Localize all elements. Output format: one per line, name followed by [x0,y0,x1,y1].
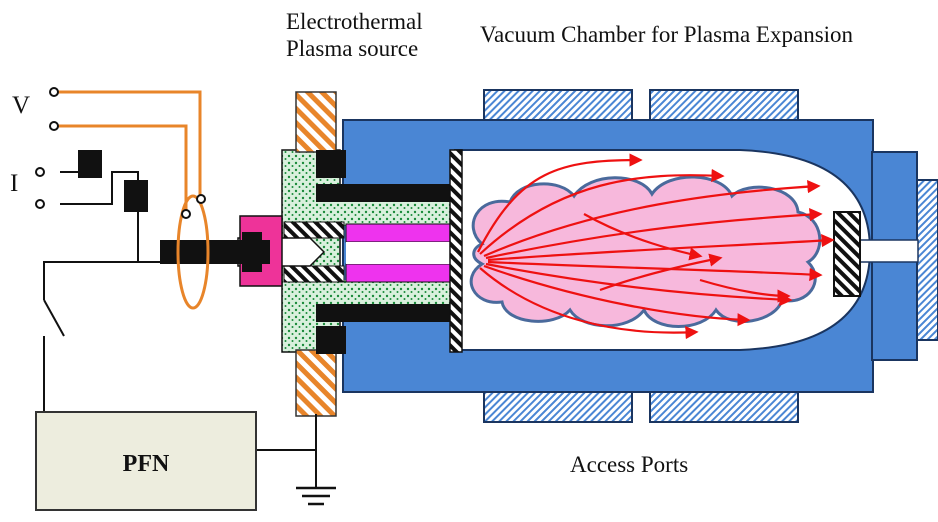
end-window [916,179,938,341]
voltage-terminal-1 [49,87,59,97]
current-terminal-2 [35,199,45,209]
current-probe-connector-2 [124,180,148,212]
current-terminal-1 [35,167,45,177]
anode-insulator-top [283,221,345,239]
flow-arrows [477,153,835,340]
current-label: I [10,170,19,197]
voltage-terminal-2 [49,121,59,131]
exit-diaphragm [449,149,463,353]
access-ports-label: Access Ports [570,452,689,477]
flange-top [295,91,337,153]
anode-insulator-bottom [283,265,345,283]
current-probe-connector-1 [78,150,102,178]
target-plate [833,211,861,297]
cathode-lead [43,261,160,300]
electrode-shell-top [316,184,456,202]
ground-lead [256,414,317,451]
trigger-switch [43,299,65,337]
voltage-probe [58,90,210,310]
capillary-top [345,223,455,243]
capillary-bottom [345,263,455,283]
capillary-bore [346,242,454,264]
electrode-shell-bottom [316,304,456,322]
vacuum-chamber-label: Vacuum Chamber for Plasma Expansion [480,22,854,47]
plasma-source-label: Electrothermal Plasma source [286,8,423,62]
plasma-source-label-line2: Plasma source [286,36,419,61]
pfn-label: PFN [122,450,170,477]
flange-bottom [295,349,337,417]
feedthrough-nut [242,232,262,272]
access-ports [483,89,799,423]
access-port-bottom-right [649,391,799,423]
liner-bottom [316,280,454,304]
access-port-top-left [483,89,633,121]
voltage-label: V [12,92,31,119]
access-port-bottom-left [483,391,633,423]
cathode-top-cap [316,150,346,178]
rogowski-coil [176,194,210,310]
plasma-source [160,91,463,417]
pfn-box [35,411,257,511]
cathode-bottom-cap [316,326,346,354]
plasma-source-label-line1: Electrothermal [286,9,423,34]
probe-rod [857,239,919,263]
voltage-clip-2 [196,194,206,204]
access-port-top-right [649,89,799,121]
plasma-plume [469,175,822,328]
voltage-lead-2 [58,124,188,212]
voltage-clip-1 [181,209,191,219]
voltage-lead-1 [58,90,202,196]
ground-symbol [296,486,336,506]
